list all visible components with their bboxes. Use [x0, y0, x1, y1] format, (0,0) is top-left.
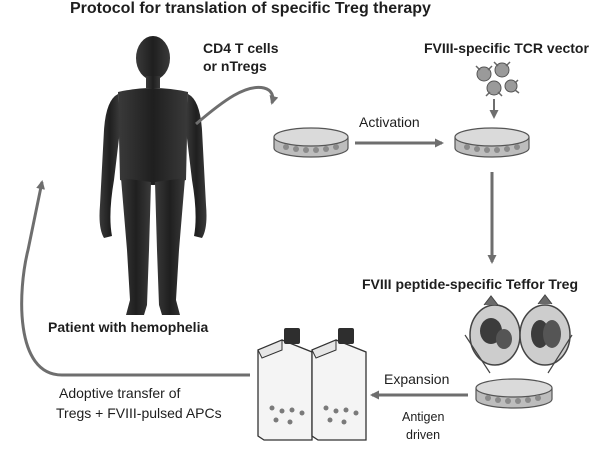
human-silhouette-icon [99, 36, 207, 315]
culture-flask-icon [311, 328, 367, 441]
cd4-cells-label: CD4 T cells [203, 40, 279, 56]
petri-dish-icon [475, 378, 553, 409]
ntregs-label: or nTregs [203, 58, 267, 74]
culture-flask-icon [257, 328, 313, 441]
driven-label: driven [406, 428, 441, 442]
expansion-label: Expansion [384, 371, 450, 387]
funnel-line [464, 334, 491, 374]
cell-icon [519, 294, 571, 366]
cells-to-dish-arrow [195, 85, 279, 126]
patient-label: Patient with hemophelia [48, 319, 209, 335]
petri-dish-icon [454, 127, 530, 158]
diagram-title: Protocol for translation of specific Tre… [70, 0, 431, 17]
adoptive-transfer-arrow [20, 180, 250, 377]
petri-dish-icon [273, 127, 349, 158]
adoptive-transfer-label: Adoptive transfer of [59, 385, 181, 401]
antigen-label: Antigen [402, 410, 445, 424]
tregs-apcs-label: Tregs + FVIII-pulsed APCs [56, 405, 222, 421]
tcr-vector-label: FVIII-specific TCR vector [424, 40, 589, 56]
teffor-treg-label: FVIII peptide-specific Teffor Treg [362, 276, 578, 292]
activation-label: Activation [359, 114, 420, 130]
cell-icon [469, 295, 521, 366]
virus-vector-icon [475, 61, 520, 97]
funnel-line [547, 334, 573, 374]
